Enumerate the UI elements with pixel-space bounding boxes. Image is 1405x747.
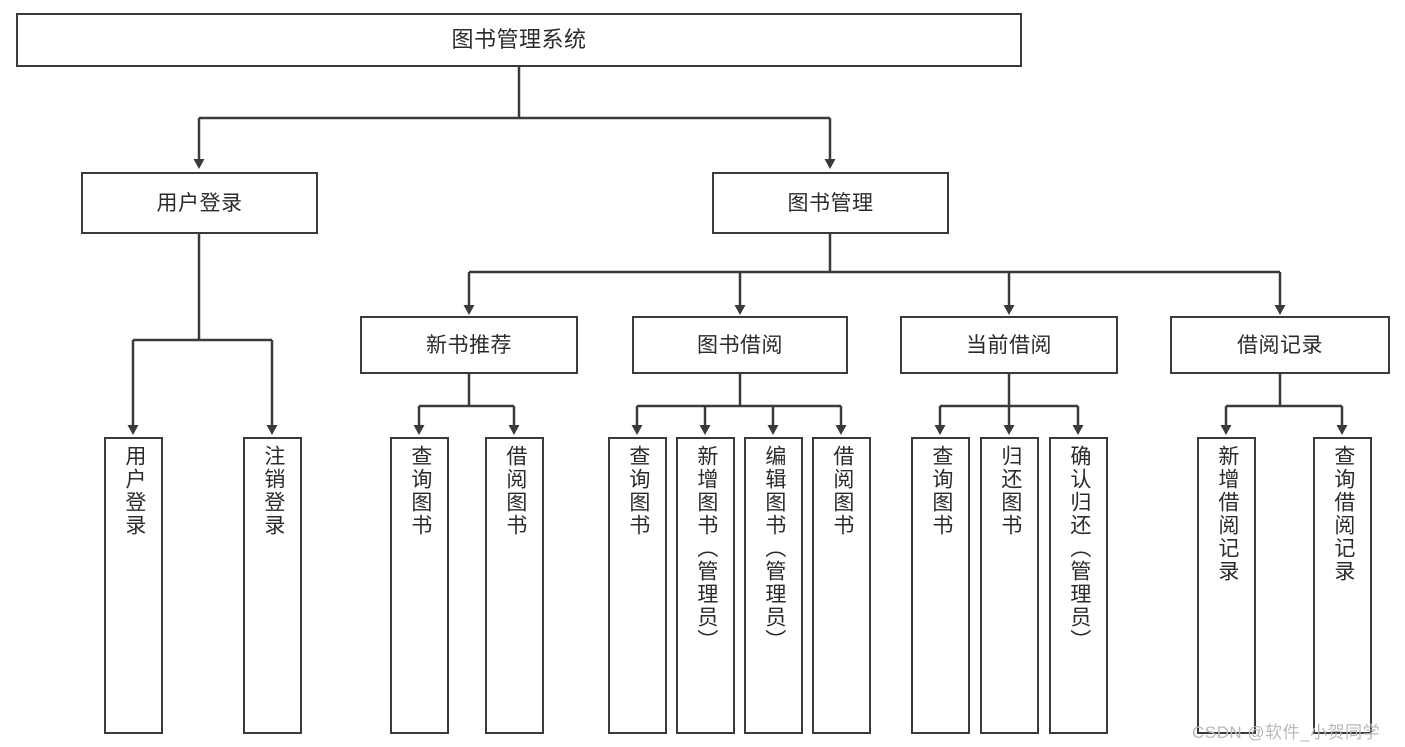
node-label: 新书推荐: [426, 333, 512, 357]
leaf-add-record[interactable]: 新增借阅记录: [1197, 437, 1256, 734]
node-label: 查询图书: [929, 445, 953, 537]
node-label: 查询图书: [408, 445, 432, 537]
leaf-return-book[interactable]: 归还图书: [980, 437, 1039, 734]
node-book-management[interactable]: 图书管理: [712, 172, 949, 234]
node-label: 借阅记录: [1237, 333, 1323, 357]
node-label: 借阅图书: [830, 445, 854, 537]
leaf-query-book-3[interactable]: 查询图书: [911, 437, 970, 734]
node-label: 注销登录: [261, 445, 285, 537]
node-label: 新增图书（管理员）: [694, 445, 718, 652]
node-new-book-recommend[interactable]: 新书推荐: [360, 316, 578, 374]
node-label: 确认归还（管理员）: [1067, 445, 1091, 652]
node-label: 查询图书: [626, 445, 650, 537]
node-label: 新增借阅记录: [1215, 445, 1239, 583]
node-label: 当前借阅: [966, 333, 1052, 357]
node-label: 查询借阅记录: [1331, 445, 1355, 583]
node-label: 用户登录: [156, 191, 243, 215]
node-label: 借阅图书: [503, 445, 527, 537]
node-label: 图书管理系统: [451, 27, 587, 52]
leaf-borrow-book-1[interactable]: 借阅图书: [485, 437, 544, 734]
leaf-query-book-1[interactable]: 查询图书: [390, 437, 449, 734]
csdn-watermark: CSDN @软件_小贺同学: [1192, 723, 1381, 742]
node-borrow-record[interactable]: 借阅记录: [1170, 316, 1390, 374]
node-label: 图书管理: [787, 191, 874, 215]
node-book-borrow[interactable]: 图书借阅: [632, 316, 848, 374]
node-root-system[interactable]: 图书管理系统: [16, 13, 1022, 67]
node-label: 归还图书: [998, 445, 1022, 537]
leaf-query-record[interactable]: 查询借阅记录: [1313, 437, 1372, 734]
leaf-borrow-book-2[interactable]: 借阅图书: [812, 437, 871, 734]
leaf-query-book-2[interactable]: 查询图书: [608, 437, 667, 734]
node-current-borrow[interactable]: 当前借阅: [900, 316, 1118, 374]
leaf-user-login[interactable]: 用户登录: [104, 437, 163, 734]
node-label: 编辑图书（管理员）: [762, 445, 786, 652]
leaf-logout-login[interactable]: 注销登录: [243, 437, 302, 734]
leaf-add-book[interactable]: 新增图书（管理员）: [676, 437, 735, 734]
leaf-edit-book[interactable]: 编辑图书（管理员）: [744, 437, 803, 734]
leaf-confirm-return[interactable]: 确认归还（管理员）: [1049, 437, 1108, 734]
node-label: 图书借阅: [697, 333, 783, 357]
node-user-login[interactable]: 用户登录: [81, 172, 318, 234]
node-label: 用户登录: [122, 445, 146, 537]
